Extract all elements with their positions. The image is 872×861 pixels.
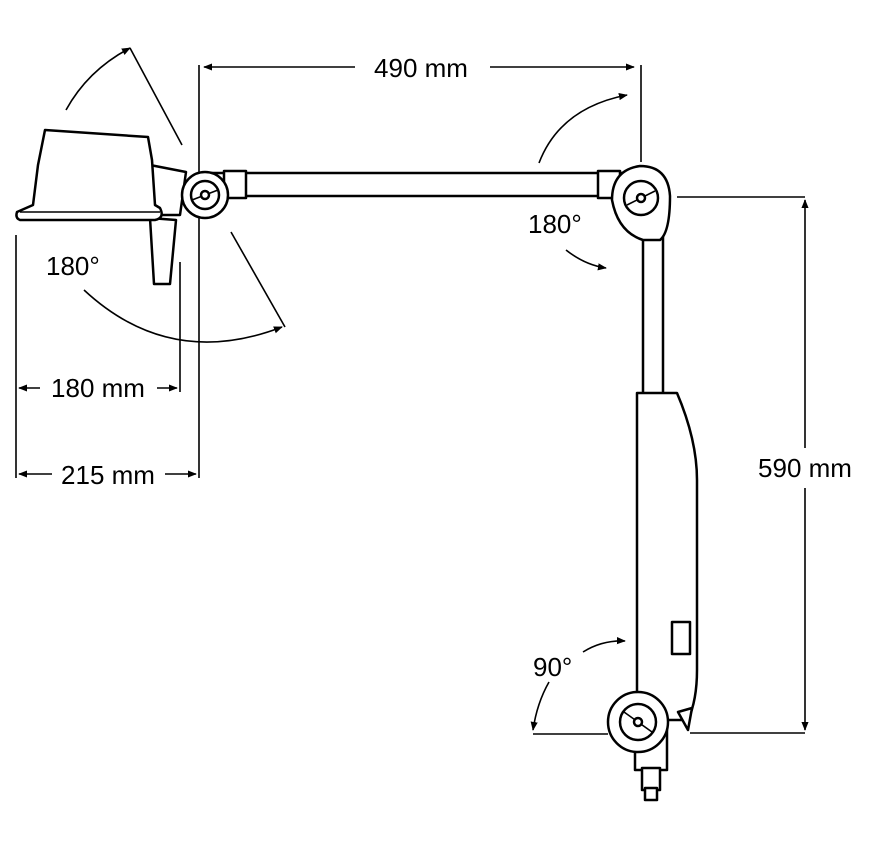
mount-pin-tip — [643, 786, 659, 802]
switch-panel — [670, 620, 692, 656]
head-rotation-label: 180° — [46, 251, 100, 281]
joint-screw-icon — [199, 189, 211, 201]
head-depth-inner-label: 180 mm — [51, 373, 145, 403]
elbow-rotation-label: 180° — [528, 209, 582, 239]
height-label: 590 mm — [758, 453, 852, 483]
head-neck — [148, 216, 178, 286]
arm-length-label: 490 mm — [374, 53, 468, 83]
dimension-lines — [18, 63, 809, 731]
elbow-joint — [610, 164, 672, 242]
head-joint — [180, 170, 230, 220]
base-fin — [676, 706, 694, 732]
extension-lines — [15, 65, 805, 735]
rotation-arcs — [65, 47, 628, 731]
head-depth-outer-label: 215 mm — [61, 460, 155, 490]
angle-labels: 180° 180° 90° — [46, 209, 582, 682]
base-joint — [606, 690, 670, 754]
mount-pin — [640, 766, 662, 792]
lower-housing — [635, 391, 699, 722]
joint-screw-icon — [632, 716, 644, 728]
base-rotation-label: 90° — [533, 652, 572, 682]
lamp-head — [15, 128, 188, 286]
horizontal-arm — [203, 169, 637, 200]
head-housing — [15, 128, 163, 222]
vertical-arm — [633, 226, 699, 802]
dimension-labels: 490 mm 590 mm 180 mm 215 mm — [51, 53, 860, 490]
joint-screw-icon — [635, 192, 647, 204]
